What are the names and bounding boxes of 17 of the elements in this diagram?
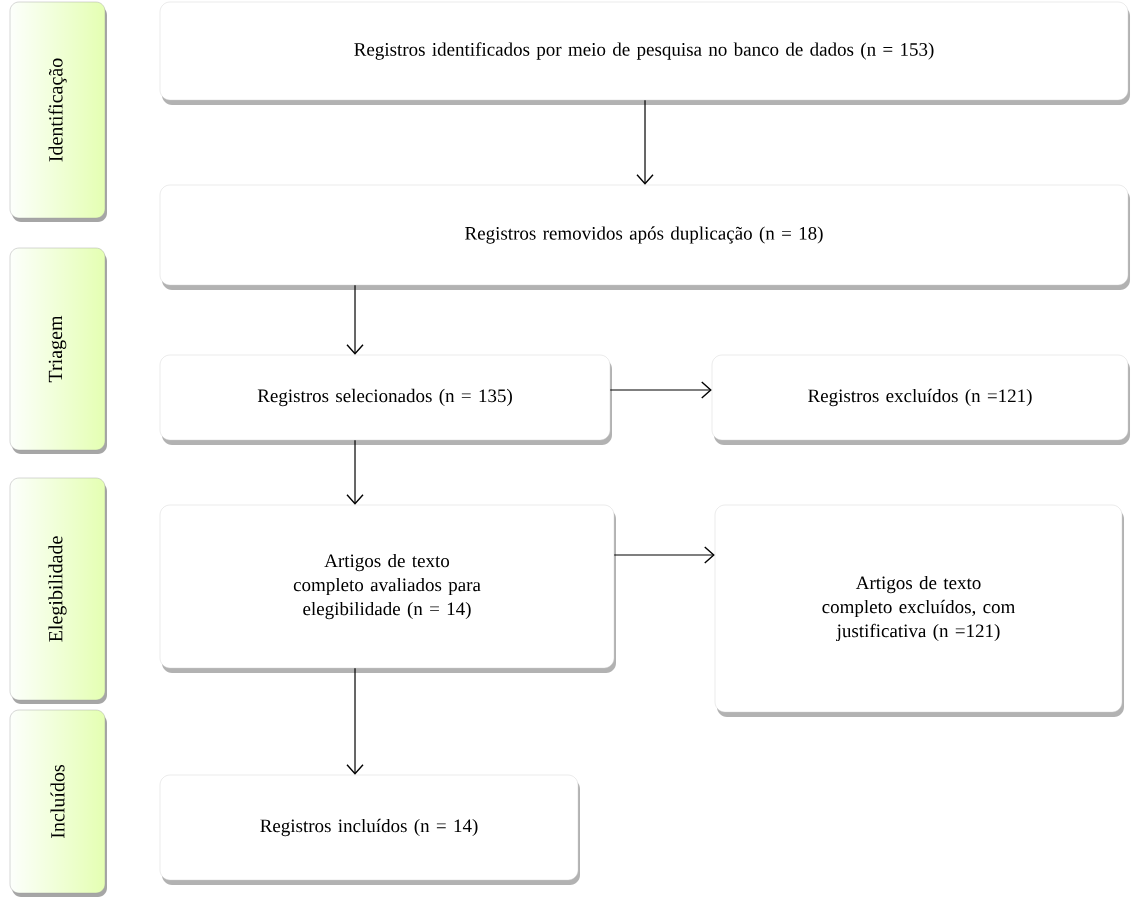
process-box: Artigos de texto completo excluídos, com justificativa (n =121): [714, 504, 1124, 717]
stage-label: Identificação: [9, 1, 107, 222]
process-box: Registros removidos após duplicação (n = 18): [159, 184, 1130, 290]
arrow: [346, 439, 364, 505]
arrow: [346, 667, 364, 775]
process-box: Artigos de texto completo avaliados para elegibilidade (n = 14): [159, 504, 616, 673]
stage-label: Elegibilidade: [9, 477, 107, 704]
process-box: Registros excluídos (n =121): [711, 354, 1130, 445]
stage-label: Triagem: [9, 247, 107, 454]
arrow: [613, 546, 715, 564]
arrow: [636, 99, 654, 185]
process-box: Registros selecionados (n = 135): [159, 354, 612, 445]
arrow: [346, 284, 364, 355]
process-box: Registros incluídos (n = 14): [159, 774, 580, 885]
stage-label: Incluídos: [9, 709, 107, 897]
arrow: [609, 381, 712, 399]
process-box: Registros identificados por meio de pesquisa no banco de dados (n = 153): [159, 1, 1130, 105]
